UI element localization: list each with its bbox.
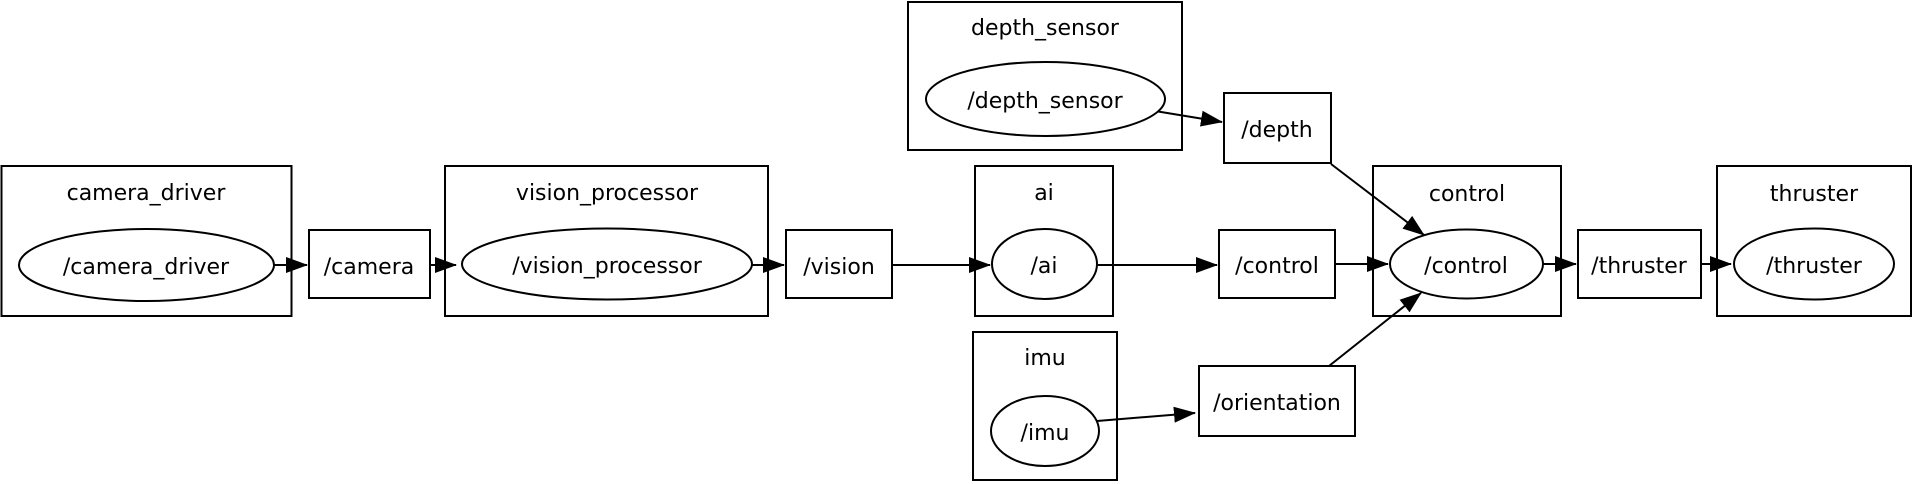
node-ai: /ai — [991, 228, 1098, 300]
topic-thruster-box — [1577, 229, 1702, 299]
node-depth-sensor: /depth_sensor — [925, 61, 1166, 137]
node-vision-processor: /vision_processor — [461, 227, 753, 301]
node-imu-ellipse — [990, 395, 1100, 467]
node-control-ellipse — [1389, 228, 1544, 300]
topic-thruster-label: /thruster — [1591, 254, 1688, 279]
node-vision-processor-label: /vision_processor — [512, 254, 703, 279]
edge-depth-sensor-to-depth-topic — [1154, 110, 1223, 127]
edges — [274, 110, 1732, 423]
topic-depth: /depth — [1223, 92, 1332, 164]
cluster-depth-sensor-label: depth_sensor — [971, 16, 1120, 41]
node-thruster-label: /thruster — [1766, 254, 1863, 279]
topic-camera-box — [308, 229, 431, 299]
topic-camera: /camera — [308, 229, 431, 299]
node-thruster-ellipse — [1733, 227, 1895, 301]
node-control: /control — [1389, 228, 1544, 300]
node-camera-driver: /camera_driver — [18, 228, 275, 302]
topic-vision: /vision — [785, 229, 893, 299]
node-control-label: /control — [1424, 254, 1508, 279]
node-imu: /imu — [990, 395, 1100, 467]
cluster-vision-processor-label: vision_processor — [516, 181, 699, 206]
node-ai-ellipse — [991, 228, 1098, 300]
topic-control: /control — [1218, 229, 1336, 299]
topic-vision-label: /vision — [803, 255, 875, 280]
edge-imu-to-orientation-topic — [1096, 406, 1196, 423]
node-depth-sensor-label: /depth_sensor — [967, 89, 1123, 114]
topic-orientation: /orientation — [1198, 365, 1356, 437]
node-imu-label: /imu — [1021, 421, 1070, 446]
node-depth-sensor-ellipse — [925, 61, 1166, 137]
node-camera-driver-label: /camera_driver — [63, 255, 230, 280]
cluster-control-label: control — [1429, 182, 1505, 207]
node-vision-processor-ellipse — [461, 227, 753, 301]
topic-orientation-box — [1198, 365, 1356, 437]
edge-depth-topic-to-control-node — [1330, 163, 1425, 236]
topic-control-label: /control — [1235, 254, 1319, 279]
cluster-ai-label: ai — [1034, 181, 1054, 206]
cluster-camera-driver-label: camera_driver — [67, 181, 227, 206]
topic-depth-box — [1223, 92, 1332, 164]
topic-camera-label: /camera — [324, 255, 414, 280]
node-ai-label: /ai — [1030, 254, 1057, 279]
edge-orientation-topic-to-control-node — [1328, 292, 1422, 367]
cluster-thruster-label: thruster — [1770, 182, 1859, 207]
cluster-imu-label: imu — [1024, 346, 1066, 371]
node-thruster: /thruster — [1733, 227, 1895, 301]
topic-thruster: /thruster — [1577, 229, 1702, 299]
node-camera-driver-ellipse — [18, 228, 275, 302]
topic-control-box — [1218, 229, 1336, 299]
topic-depth-label: /depth — [1241, 118, 1312, 143]
topic-orientation-label: /orientation — [1213, 391, 1341, 416]
topic-vision-box — [785, 229, 893, 299]
